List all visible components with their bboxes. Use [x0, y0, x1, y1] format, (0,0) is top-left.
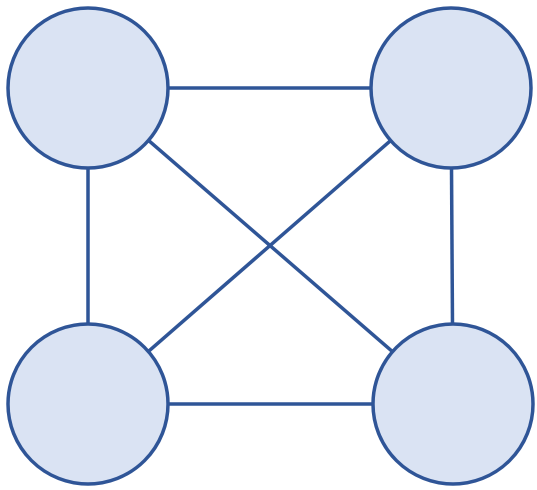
node-top-left: [6, 6, 170, 170]
node-bottom-left: [6, 322, 170, 486]
node-bottom-right: [371, 322, 535, 486]
node-top-right: [369, 6, 533, 170]
nodes-layer: [6, 6, 535, 486]
